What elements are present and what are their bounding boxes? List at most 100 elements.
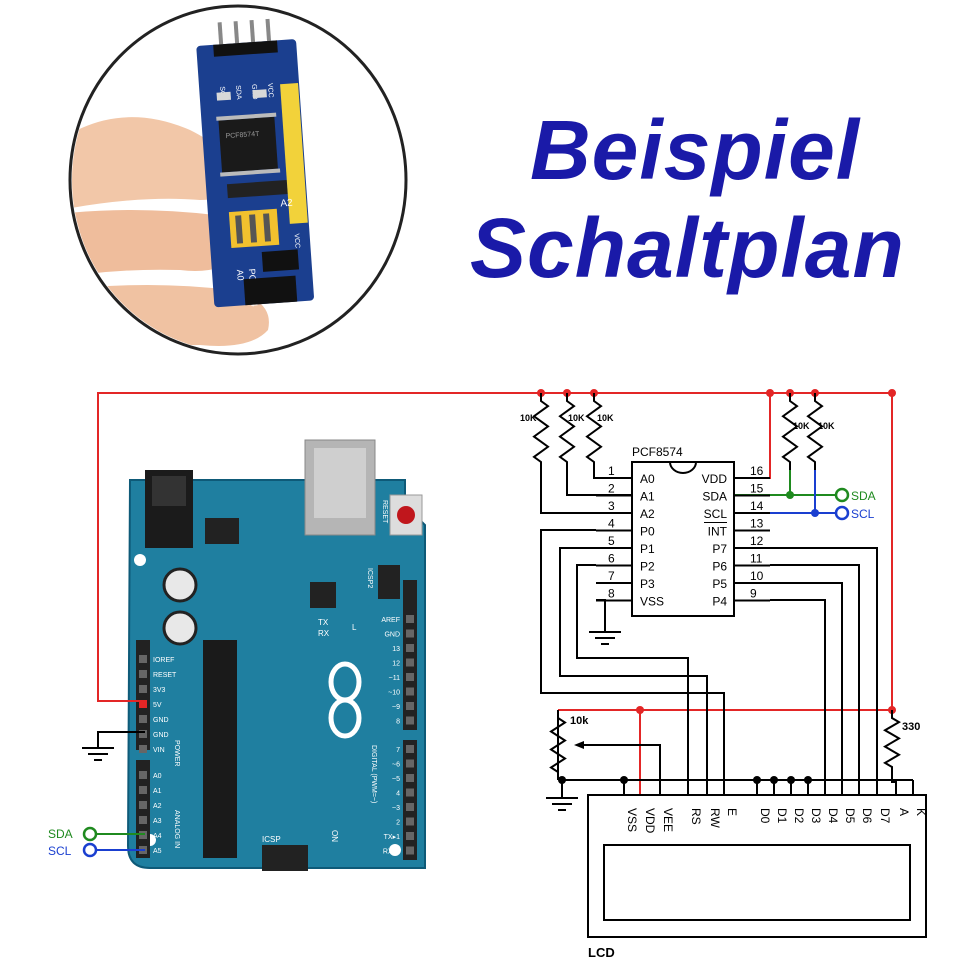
pcf-pin-name: P0 (640, 525, 655, 539)
finger-shape (72, 117, 240, 210)
power-header-label: POWER (173, 740, 180, 766)
led-label: TX (318, 618, 329, 627)
analog-pin-label: A3 (153, 818, 162, 825)
digital-pin-label: 7 (396, 747, 400, 754)
lcd-pin-label: VDD (643, 808, 657, 834)
digital-pin-label: AREF (381, 617, 400, 624)
digital-pin-label: 8 (396, 719, 400, 726)
ground-junction (787, 776, 795, 784)
vss-wire (596, 599, 606, 632)
arduino-scl-label: SCL (48, 844, 72, 858)
lcd-pin-label: VEE (661, 808, 675, 832)
icsp-label: ICSP (262, 835, 281, 844)
power-pin-label: RESET (153, 672, 177, 679)
header-pin (406, 788, 414, 797)
pcf-pin-number: 2 (608, 482, 615, 496)
p5-wire (770, 582, 843, 795)
pcf-pin-name: P6 (712, 560, 727, 574)
wire-layer (82, 389, 914, 858)
pcf-pin-name: P5 (712, 577, 727, 591)
finger-shape (72, 210, 241, 280)
ground-junction (770, 776, 778, 784)
arduino-sda-label: SDA (48, 827, 73, 841)
scl-terminal (834, 505, 850, 521)
header-pin (406, 846, 414, 855)
scl-terminal-label: SCL (851, 507, 875, 521)
pcf-pin-number: 1 (608, 464, 615, 478)
analog-pin-label: A2 (153, 803, 162, 810)
lcd-screen (603, 844, 911, 921)
lcd-pin-label: D3 (809, 808, 823, 824)
power-junction (636, 706, 644, 714)
analog-pin-label: A4 (153, 833, 162, 840)
header-pin (139, 801, 147, 809)
header-pin (406, 644, 414, 652)
power-pin-label: IOREF (153, 657, 174, 664)
lcd-pin-label: K (914, 808, 928, 816)
pcf-pin-name: VSS (640, 595, 664, 609)
power-junction (766, 389, 774, 397)
power-pin-label: VIN (153, 747, 165, 754)
lcd-pin-label: D2 (792, 808, 806, 824)
ground-junction (753, 776, 761, 784)
lcd-a-wire (891, 775, 897, 795)
lcd-name: LCD (588, 945, 615, 960)
header-pin (139, 700, 147, 708)
lcd-pin-label: D4 (826, 808, 840, 824)
pcf-pin-name: A1 (640, 490, 655, 504)
digital-pin-label: 13 (392, 646, 400, 653)
reset-button (389, 494, 423, 536)
lcd-pin-label: D5 (843, 808, 857, 824)
lcd-pin-label: RS (689, 808, 703, 825)
ground-junction (558, 776, 566, 784)
header-pin (406, 673, 414, 681)
digital-pin-label: GND (384, 632, 400, 639)
digital-pin-label: RX◂0 (383, 849, 400, 856)
analog-header-label: ANALOG IN (173, 810, 180, 848)
header-pin (406, 702, 414, 710)
header-pin (139, 771, 147, 779)
silk-label: A0 (235, 269, 246, 281)
arduino-scl-terminal (82, 842, 98, 858)
pcf-pin-number: 5 (608, 534, 615, 548)
header-pin (139, 715, 147, 723)
ground-junction (804, 776, 812, 784)
potentiometer (549, 710, 567, 780)
lcd-pin-label: RW (708, 808, 722, 828)
pullup-label: 10K (818, 421, 835, 431)
chip-text: PCF8574T (225, 131, 260, 140)
lcd-pin-label: VSS (625, 808, 639, 832)
pcf8574-chip (218, 116, 278, 173)
pcf-pin-name: P1 (640, 542, 655, 556)
p2-wire (576, 564, 689, 795)
pcf-pin-number: 16 (750, 464, 764, 478)
pullup-resistor (532, 393, 550, 470)
digital-header-lower (403, 740, 417, 860)
pcf-pin-number: 15 (750, 482, 764, 496)
power-junction (888, 389, 896, 397)
power-pin-label: 3V3 (153, 687, 166, 694)
analog-pin-label: A5 (153, 848, 162, 855)
header-pin (139, 786, 147, 794)
sda-junction (786, 491, 794, 499)
pot-label: 10k (570, 715, 589, 727)
pcf-pin-name: SDA (702, 490, 727, 504)
icsp-header (262, 845, 308, 871)
pcf-pin-number: 4 (608, 517, 615, 531)
digital-pin-label: 2 (396, 820, 400, 827)
digital-pin-label: TX▸1 (384, 834, 400, 841)
pin-header (213, 40, 278, 57)
lcd-pin-label: D1 (775, 808, 789, 824)
silk-label: A2 (280, 198, 293, 210)
lcd-pin-label: D6 (860, 808, 874, 824)
header-pin (406, 629, 414, 638)
pcf-pin-number: 12 (750, 534, 764, 548)
digital-pin-label: ~3 (392, 805, 400, 812)
pcf-pin-number: 13 (750, 517, 764, 531)
digital-pin-label: 4 (396, 791, 400, 798)
pcf-pin-name: P2 (640, 560, 655, 574)
resistor-label: 330 (902, 721, 920, 733)
pcf-pin-name: P4 (712, 595, 727, 609)
module-pin-label: VCC (266, 83, 274, 98)
